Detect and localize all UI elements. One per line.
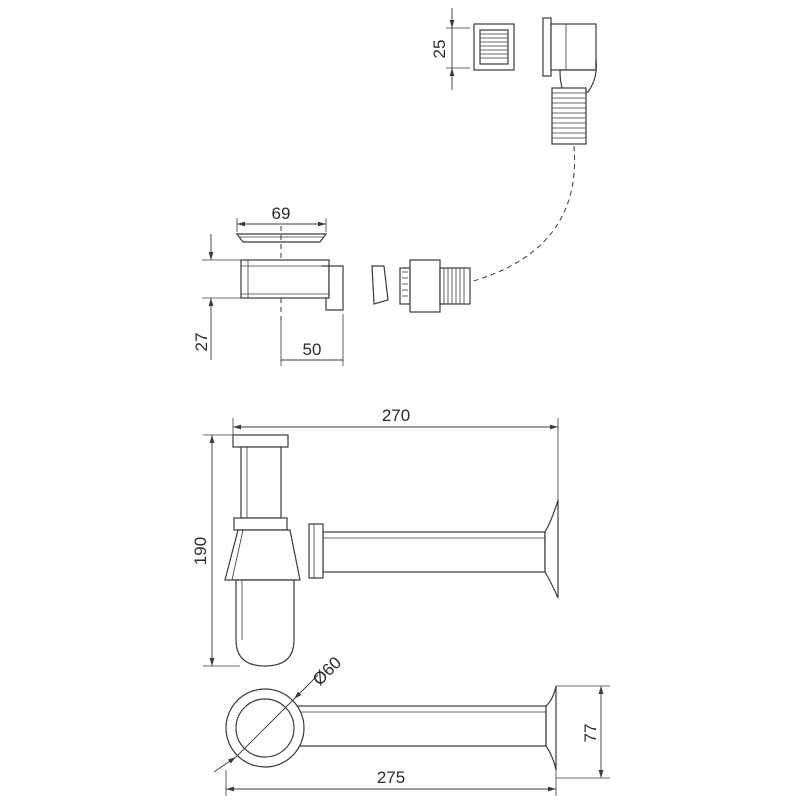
dimension-label-25: 25 [430,40,449,59]
dimension-label-275: 275 [377,768,405,787]
dimension-trap-height: 190 [191,434,240,667]
trap-top-flange [232,434,289,448]
trap-nut [233,517,288,531]
dimension-label-diameter: Ø60 [309,653,345,689]
dimension-trap-length: 270 [232,406,559,500]
dimension-label-270: 270 [382,406,410,425]
threaded-insert [473,23,515,71]
dimension-label-77: 77 [581,724,600,743]
dimension-waste-height: 27 [192,234,241,360]
trap-vertical-tube [240,446,282,519]
overflow-body [542,17,597,145]
bottle-trap-plan: Ø60 275 77 [213,653,610,796]
dimension-label-27: 27 [192,333,211,352]
dimension-label-50: 50 [303,340,322,359]
flexible-hose [469,145,576,283]
dimension-label-190: 190 [191,537,210,565]
waste-assembly: 69 27 50 [192,204,471,366]
trap-arm-nut [308,523,324,579]
trap-horizontal-arm [322,499,559,599]
cone-washer [371,265,389,305]
threaded-connector [399,259,471,313]
trap-bottle-body [224,529,301,667]
dimension-pop-up-height: 25 [430,8,470,90]
dimension-plan-depth: 77 [556,685,610,779]
plan-arm [295,685,557,771]
waste-body [240,259,344,311]
bottle-trap-elevation: 270 190 [191,406,559,667]
overflow-assembly: 25 [430,8,597,283]
dimension-label-69: 69 [272,204,291,223]
dimension-waste-diameter: 69 [236,204,327,232]
dimension-waste-offset: 50 [280,314,344,366]
dimension-plan-length: 275 [225,768,557,796]
